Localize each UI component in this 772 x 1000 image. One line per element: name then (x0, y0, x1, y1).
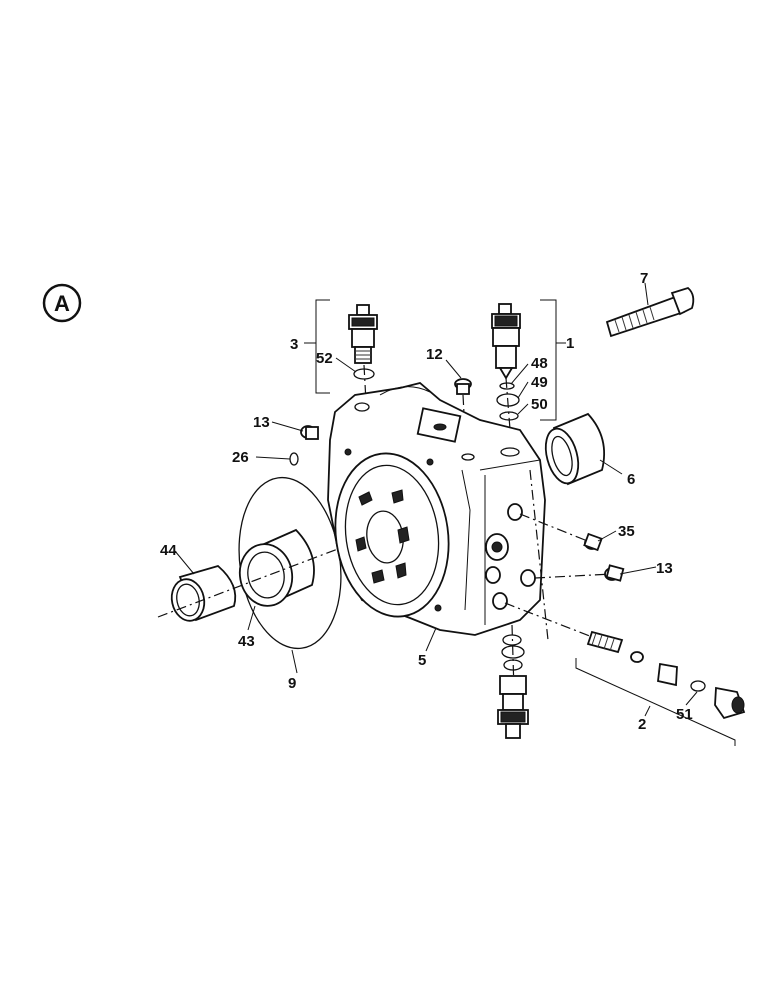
callout-50: 50 (531, 396, 548, 413)
axis-line (363, 364, 367, 403)
valve-bottom (497, 634, 529, 739)
section-marker-label: A (54, 291, 70, 316)
bolt-part-7 (605, 282, 695, 338)
o-ring-part-48 (499, 382, 515, 390)
callout-2: 2 (638, 716, 646, 733)
plug-part-13-upper (300, 425, 319, 440)
valve-assembly-part-2 (586, 630, 746, 720)
callout-52: 52 (316, 350, 333, 367)
ring-part-6 (544, 412, 606, 486)
callout-6: 6 (627, 471, 635, 488)
valve-part-1 (491, 303, 521, 380)
callout-1: 1 (566, 335, 574, 352)
callout-7: 7 (640, 270, 648, 287)
plug-part-13-lower (604, 564, 625, 582)
axis-line (504, 602, 601, 641)
leader-lines (174, 357, 698, 706)
callout-44: 44 (160, 542, 177, 559)
pump-housing-part-5 (327, 382, 546, 636)
callout-12: 12 (426, 346, 443, 363)
o-ring-part-26 (289, 452, 299, 466)
callout-48: 48 (531, 355, 548, 372)
axis-line (519, 513, 591, 543)
callout-51: 51 (676, 706, 693, 723)
axis-line (529, 469, 549, 641)
axis-line (534, 573, 613, 579)
relief-valve-part-3 (348, 304, 378, 364)
bracket-group-2 (575, 658, 736, 746)
bracket-group-3 (304, 299, 330, 394)
callout-9: 9 (288, 675, 296, 692)
bushing-part-43 (238, 528, 315, 607)
sleeve-part-44 (170, 564, 237, 622)
plug-part-12 (454, 378, 472, 395)
screw-part-35 (583, 532, 603, 552)
callout-5: 5 (418, 652, 426, 669)
callout-13-lower: 13 (656, 560, 673, 577)
callout-43: 43 (238, 633, 255, 650)
section-marker: A (42, 283, 82, 323)
callout-35: 35 (618, 523, 635, 540)
callout-49: 49 (531, 374, 548, 391)
callout-13-upper: 13 (253, 414, 270, 431)
callout-3: 3 (290, 336, 298, 353)
bracket-group-1 (540, 299, 566, 421)
callout-26: 26 (232, 449, 249, 466)
